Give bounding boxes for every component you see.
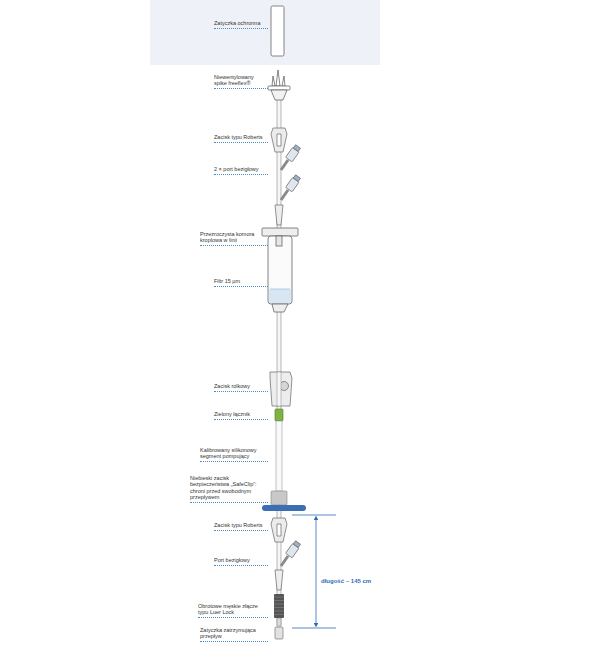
part-label: Kalibrowany silikonowy segment pompujący (200, 447, 268, 462)
flow-stop-cap (275, 627, 283, 639)
part-label: Zacisk typu Roberts (214, 522, 268, 531)
drip-chamber (262, 228, 298, 312)
tube (277, 92, 281, 625)
rib (274, 614, 284, 615)
part-label: Przezroczysta komora kroplowa w linii (200, 231, 268, 246)
top-panel (150, 0, 380, 65)
needle-free-port (275, 540, 301, 590)
part-label: Zacisk typu Roberts (214, 134, 268, 143)
green-connector (275, 409, 283, 421)
roberts-clamp (271, 128, 287, 152)
part-label: Filtr 15 µm (214, 278, 268, 287)
part-label: Niebieski zacisk bezpieczeństwa „SafeCli… (190, 475, 268, 503)
rib (274, 597, 284, 598)
safeclip (262, 491, 306, 511)
silicone-segment (276, 421, 282, 491)
protective-cap (271, 6, 284, 56)
part-label: Niewentylowany spike freeflex® (214, 74, 268, 89)
part-label: Zatyczka ochronna (214, 20, 268, 29)
luer-lock (274, 594, 284, 626)
roberts-clamp (271, 518, 287, 542)
part-label: Zielony łącznik (214, 411, 268, 420)
part-label: Zacisk rolkowy (214, 383, 268, 392)
rib (274, 604, 284, 605)
needle-free-port (275, 144, 301, 225)
rib (274, 611, 284, 612)
part-label: Port bezigłowy (214, 557, 268, 566)
rib (274, 607, 284, 608)
roller-clamp (270, 372, 292, 406)
dimension-label: długość ~ 145 cm (320, 578, 372, 585)
part-label: 2 × port bezigłowy (214, 166, 268, 175)
part-label: Zatyczka zatrzymująca przepływ (200, 627, 268, 642)
rib (274, 600, 284, 601)
dimension-line (292, 515, 336, 628)
part-label: Obrotowe męskie złącze typu Luer Lock (198, 603, 268, 618)
spike (268, 70, 290, 100)
